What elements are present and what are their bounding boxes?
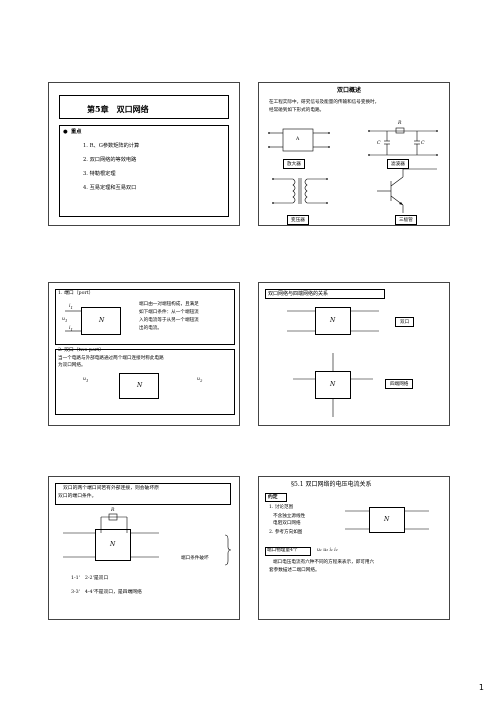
- slide-6-conv-1a: 不含独立源线性: [273, 514, 306, 519]
- slide-6-vars-tag: 端口物理量4个: [267, 548, 298, 553]
- twoport-frame: [55, 349, 235, 415]
- slide-4-network-bottom: [315, 371, 351, 399]
- port-desc-4: 出的电流。: [139, 326, 162, 331]
- network-label: N: [99, 317, 105, 324]
- page-number: 1: [478, 683, 484, 692]
- block-a-label: A: [296, 137, 300, 142]
- port-i1-top: i1: [69, 304, 73, 310]
- key-item-1: 1. R、G参数矩阵的计算: [83, 143, 140, 149]
- slide-2-intro-1: 在工程实际中，研究信号及能量的传输和信号变换时，: [269, 100, 380, 105]
- port-desc-1: 端口由一对端钮构成，且满足: [139, 302, 199, 307]
- slide-1-title: 第5章 双口网络: [87, 104, 149, 114]
- amplifier-label: 放大器: [283, 159, 305, 169]
- port-u1: u1: [62, 317, 68, 323]
- filter-c1-label: C: [377, 141, 381, 146]
- slide-1: 第5章 双口网络 ● 重点 1. R、G参数矩阵的计算 2. 双口网络的等效电路…: [48, 82, 240, 226]
- twoport-tag: 双口: [395, 317, 415, 327]
- slide-2-circuits: [268, 127, 438, 213]
- port-heading: 1. 端口（port）: [58, 291, 94, 296]
- port-i1-bottom: i1: [69, 326, 73, 332]
- slide-5-intro-2: 双口的端口条件。: [58, 494, 97, 499]
- slide-4-network-top: [315, 307, 351, 335]
- slide-2-title: 双口概述: [337, 87, 362, 94]
- twoport-heading: 2. 双口（two-port）: [58, 348, 105, 353]
- slide-5-intro-1: 双口的两个端口间若有外部连接，则会破坏原: [63, 486, 159, 491]
- transformer-label: 变压器: [287, 215, 309, 225]
- slide-4: 双口网络与四端网络的关系 N N 双口 四端网络: [258, 282, 450, 426]
- key-item-4: 4. 互易定理和互易双口: [83, 185, 137, 191]
- twoport-network-label: N: [137, 382, 143, 389]
- slide-1-content-box: [59, 125, 229, 217]
- twoport-desc-2: 为双口网络。: [58, 363, 86, 368]
- slide-5-wires: [63, 513, 232, 566]
- filter-c2-label: C: [421, 141, 425, 146]
- network-box: [81, 307, 121, 335]
- slide-5-intro-box: [55, 483, 231, 505]
- port-desc-3: 入的电流等于从另一个端钮流: [139, 318, 199, 323]
- filter-label: 滤波器: [387, 159, 409, 169]
- slide-6-desc-2: 套参数描述二端口网络。: [269, 568, 320, 573]
- key-item-3: 3. 特勒根定理: [83, 171, 116, 177]
- slide-4-n-bottom: N: [330, 381, 336, 388]
- slide-6-title: §5.1 双口网络的电压电流关系: [291, 481, 372, 488]
- slide-6-conv-2: 2. 参考方向如图: [269, 530, 303, 535]
- slide-5: 双口的两个端口间若有外部连接，则会破坏原 双口的端口条件。 N R 端口条件破坏…: [48, 476, 240, 620]
- slide-6-vars: u₁ u₂ i₁ i₂: [317, 548, 338, 553]
- slide-5-network-box: [95, 529, 131, 561]
- port-condition-broken: 端口条件破坏: [181, 556, 209, 561]
- slide-6-tag: 约定: [268, 494, 278, 500]
- twoport-u1: u1: [83, 377, 89, 383]
- slide-1-title-box: [59, 95, 229, 119]
- port-desc-2: 如下端口条件：从一个端钮流: [139, 310, 199, 315]
- slide-3: 1. 端口（port） 端口由一对端钮构成，且满足 如下端口条件：从一个端钮流 …: [48, 282, 240, 426]
- slide-2-intro-2: 经常碰到如下形式的电路。: [269, 108, 325, 113]
- fourport-tag: 四端网络: [385, 379, 414, 389]
- twoport-network-box: [119, 373, 159, 399]
- slide-6-desc-1: 端口电压电流有六种不同的方程来表示，即可用六: [273, 560, 375, 565]
- slide-6-vars-box: [265, 547, 311, 556]
- twoport-u2: u2: [197, 377, 203, 383]
- slide-6-wires: [345, 510, 429, 530]
- slide-5-line-2: 3-3' 4-4'不是双口，是四端网络: [71, 590, 142, 595]
- twoport-desc-1: 当一个电路与外部电路通过两个端口连接时称此电路: [58, 356, 164, 361]
- slide-2: 双口概述 在工程实际中，研究信号及能量的传输和信号变换时， 经常碰到如下形式的电…: [258, 82, 450, 226]
- slide-4-n-top: N: [330, 317, 336, 324]
- transistor-label: 三极管: [395, 215, 417, 225]
- bullet-icon: ●: [63, 129, 68, 135]
- slide-4-wires: [287, 310, 379, 417]
- key-item-2: 2. 双口网络的等效电路: [83, 157, 137, 163]
- slide-6-conv-1b: 电阻双口网络: [273, 521, 301, 526]
- slide-5-line-1: 1-1' 2-2'是双口: [71, 576, 109, 581]
- slide-4-heading-box: [265, 289, 385, 299]
- slide-6-network-box: [369, 507, 405, 533]
- slide-5-n: N: [110, 541, 116, 548]
- slide-6-conv-1: 1. 讨论范围: [269, 505, 294, 510]
- key-label: 重点: [71, 129, 82, 135]
- slide-6: §5.1 双口网络的电压电流关系 约定 1. 讨论范围 不含独立源线性 电阻双口…: [258, 476, 450, 620]
- slide-4-heading: 双口网络与四端网络的关系: [268, 291, 329, 297]
- slide-5-r: R: [111, 508, 115, 513]
- slide-6-tag-box: [265, 493, 287, 502]
- slide-6-n: N: [384, 516, 390, 523]
- filter-r-label: R: [398, 121, 402, 126]
